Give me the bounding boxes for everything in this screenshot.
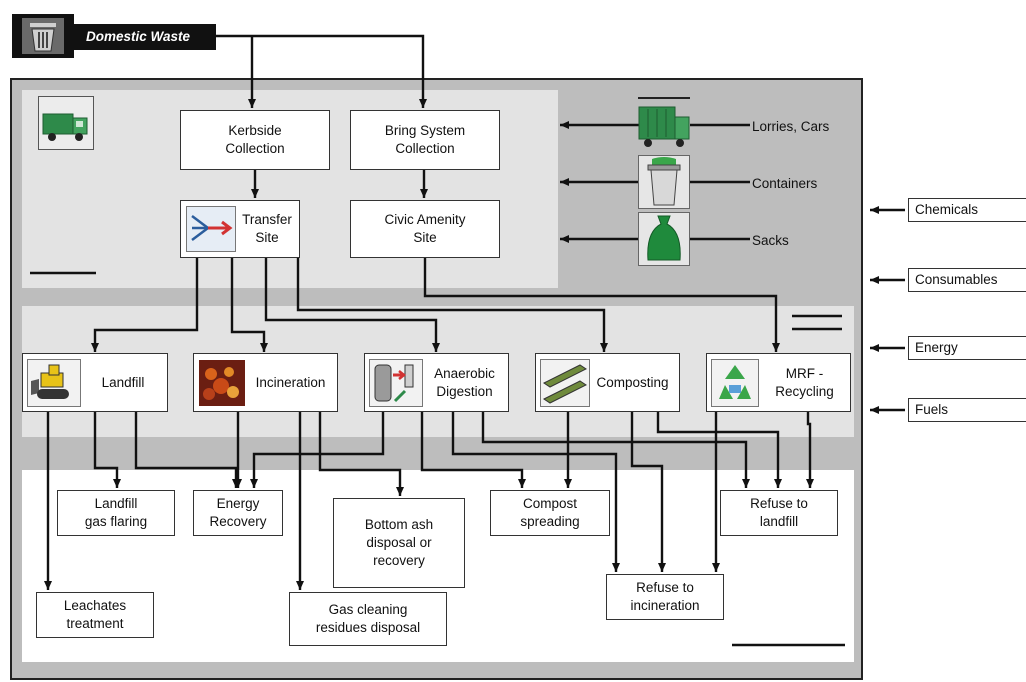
recycling-icon [711, 359, 759, 407]
refuse-to-incineration-box: Refuse to incineration [606, 574, 724, 620]
domestic-waste-title: Domestic Waste [74, 24, 216, 50]
gas-cleaning-residues-box: Gas cleaning residues disposal [289, 592, 447, 646]
bottom-ash-box: Bottom ash disposal or recovery [333, 498, 465, 588]
lorry-icon [638, 97, 690, 151]
sacks-label: Sacks [752, 233, 789, 248]
anaerobic-digestion-box: Anaerobic Digestion [364, 353, 509, 412]
landfill-bulldozer-icon [27, 359, 81, 407]
energy-input: Energy [908, 336, 1026, 360]
anaerobic-digestion-icon [369, 359, 423, 407]
energy-recovery-box: Energy Recovery [193, 490, 283, 536]
composting-box: Composting [535, 353, 680, 412]
collection-truck-icon [38, 96, 94, 150]
containers-label: Containers [752, 176, 818, 191]
kerbside-collection-box: Kerbside Collection [180, 110, 330, 170]
compost-spreading-box: Compost spreading [490, 490, 610, 536]
consumables-input: Consumables [908, 268, 1026, 292]
civic-amenity-site-box: Civic Amenity Site [350, 200, 500, 258]
chemicals-input: Chemicals [908, 198, 1026, 222]
anaerobic-digestion-label: Anaerobic Digestion [434, 365, 495, 399]
bring-system-collection-box: Bring System Collection [350, 110, 500, 170]
mrf-recycling-label: MRF - Recycling [775, 365, 834, 399]
refuse-to-landfill-box: Refuse to landfill [720, 490, 838, 536]
container-icon [638, 155, 690, 209]
leachates-treatment-box: Leachates treatment [36, 592, 154, 638]
transfer-site-box: Transfer Site [180, 200, 300, 258]
fuels-input: Fuels [908, 398, 1026, 422]
transfer-arrows-icon [186, 206, 236, 252]
composting-icon [540, 359, 590, 407]
landfill-label: Landfill [101, 374, 145, 390]
transfer-site-label: Transfer Site [242, 212, 292, 245]
composting-label: Composting [596, 374, 669, 390]
incineration-label: Incineration [255, 374, 326, 390]
sack-icon [638, 212, 690, 266]
incineration-box: Incineration [193, 353, 338, 412]
lorries-cars-label: Lorries, Cars [752, 119, 830, 134]
mrf-recycling-box: MRF - Recycling [706, 353, 851, 412]
landfill-box: Landfill [22, 353, 168, 412]
waste-bin-icon [12, 14, 74, 58]
incineration-fire-icon [199, 360, 245, 406]
landfill-gas-flaring-box: Landfill gas flaring [57, 490, 175, 536]
